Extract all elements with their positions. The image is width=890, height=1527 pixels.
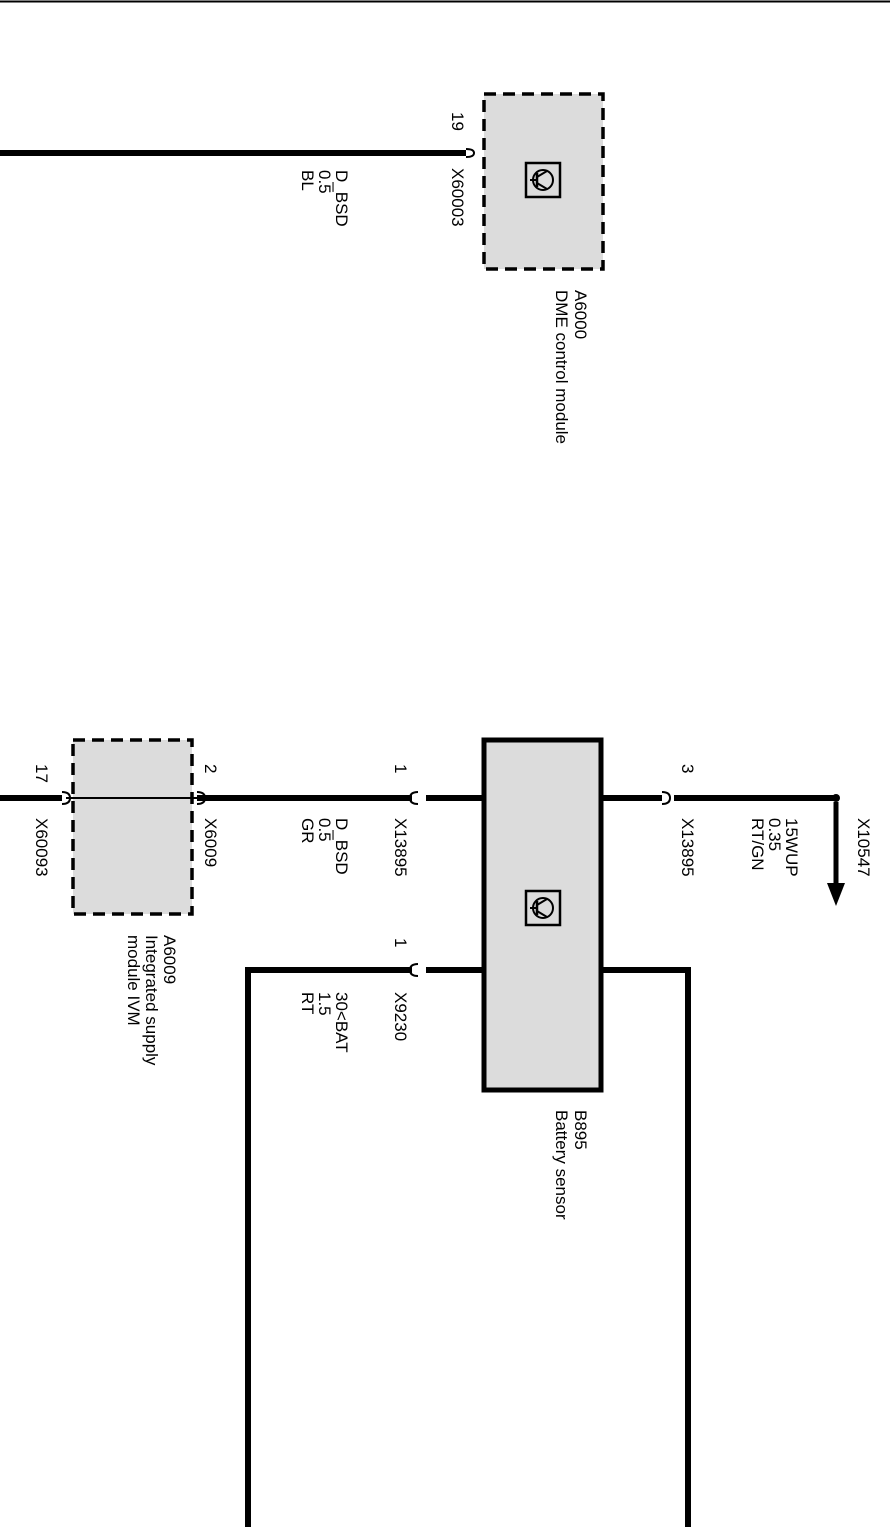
wakeup-wire-name: 15WUP [782, 818, 801, 877]
dme-module-id: A6000 [571, 290, 590, 339]
sensor-pin1-connector: X13895 [391, 818, 410, 877]
wire-battery-left [245, 967, 412, 1527]
ivm-module-box[interactable] [71, 738, 194, 916]
supply-connector-x10547: X10547 [854, 818, 873, 877]
battery-sensor-name: Battery sensor [552, 1110, 571, 1220]
ivm-wire-size: 0.5 [315, 818, 334, 842]
sensor-pin-1: 1 [391, 764, 410, 773]
ivm-connector-x6009: X6009 [201, 818, 220, 867]
sensor-pin-3-contact [661, 791, 672, 805]
sensor-bat-pin: 1 [391, 938, 410, 947]
dme-control-module-box[interactable] [482, 92, 605, 271]
ivm-pin-2-contact [196, 791, 207, 805]
ivm-pin-17: 17 [32, 764, 51, 783]
battery-wire-size: 1.5 [315, 992, 334, 1016]
sensor-pin3-connector: X13895 [678, 818, 697, 877]
dme-module-name: DME control module [552, 290, 571, 444]
wakeup-wire-size: 0.35 [765, 818, 784, 851]
pin-19-contact [465, 148, 476, 158]
sensor-pin-3: 3 [678, 764, 697, 773]
ivm-module-id: A6009 [160, 935, 179, 984]
ivm-wire-color: GR [298, 818, 317, 844]
dme-section: A6000 DME control module 19 X60003 D_BSD… [0, 92, 605, 444]
dme-wire-color: BL [298, 170, 317, 191]
ivm-module-name-line2: module IVM [124, 935, 143, 1026]
sensor-bat-connector: X9230 [391, 992, 410, 1041]
battery-sensor-transistor-icon [524, 889, 562, 927]
ivm-pin-2: 2 [201, 764, 220, 773]
dme-wire-name: D_BSD [332, 170, 351, 227]
wire-battery-right [601, 967, 691, 1527]
ivm-connector-x60093: X60093 [32, 818, 51, 877]
ivm-wire-name: D_BSD [332, 818, 351, 875]
dme-pin-19: 19 [448, 112, 467, 131]
dme-connector-x60003: X60003 [448, 168, 467, 227]
dme-transistor-icon [524, 161, 562, 199]
wakeup-wire-color: RT/GN [748, 818, 767, 871]
battery-sensor-section: 17 X60093 2 X6009 A6009 Integrated suppl… [0, 737, 873, 1527]
x10547-node [832, 794, 840, 802]
dme-wire-size: 0.5 [315, 170, 334, 194]
sensor-pin-1-contact [408, 791, 419, 805]
x10547-arrow-head [827, 883, 845, 906]
battery-wire-color: RT [298, 992, 317, 1014]
ivm-module-name-line1: Integrated supply [142, 935, 161, 1066]
sensor-bat-pin-contact [408, 963, 419, 977]
battery-wire-name: 30<BAT [332, 992, 351, 1053]
ivm-pin-17-contact [61, 791, 72, 805]
battery-sensor-id: B895 [571, 1110, 590, 1150]
